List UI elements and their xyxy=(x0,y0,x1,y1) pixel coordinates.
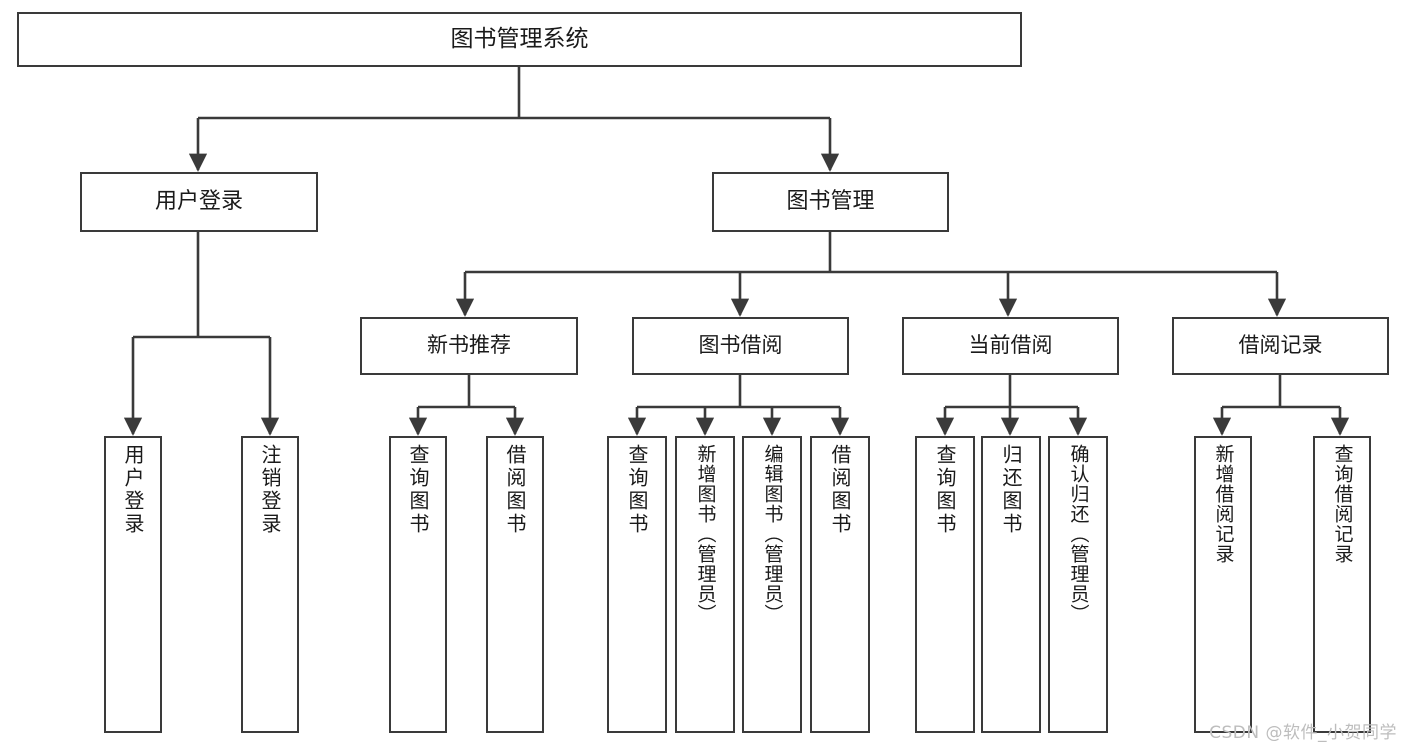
node-leaf-edit-book-admin[interactable]: 编辑图书（管理员） xyxy=(742,436,802,733)
node-leaf-add-book-admin[interactable]: 新增图书（管理员） xyxy=(675,436,735,733)
node-label: 注销登录 xyxy=(258,444,282,536)
node-leaf-query-books-current[interactable]: 查询图书 xyxy=(915,436,975,733)
node-label: 归还图书 xyxy=(999,444,1023,536)
node-label: 查询图书 xyxy=(625,444,649,536)
node-leaf-add-borrow-record[interactable]: 新增借阅记录 xyxy=(1194,436,1252,733)
node-label: 用户登录 xyxy=(154,188,243,214)
node-book-borrow[interactable]: 图书借阅 xyxy=(632,317,849,375)
node-label: 借阅记录 xyxy=(1238,333,1323,358)
node-borrow-records[interactable]: 借阅记录 xyxy=(1172,317,1389,375)
node-label: 编辑图书（管理员） xyxy=(761,444,784,624)
node-label: 当前借阅 xyxy=(968,333,1053,358)
node-user-login[interactable]: 用户登录 xyxy=(80,172,318,232)
node-label: 确认归还（管理员） xyxy=(1067,444,1090,624)
node-label: 图书管理系统 xyxy=(450,25,589,52)
node-leaf-query-books-new[interactable]: 查询图书 xyxy=(389,436,447,733)
node-leaf-query-books[interactable]: 查询图书 xyxy=(607,436,667,733)
node-label: 查询图书 xyxy=(933,444,957,536)
node-label: 借阅图书 xyxy=(503,444,527,536)
node-book-management[interactable]: 图书管理 xyxy=(712,172,949,232)
node-label: 新书推荐 xyxy=(427,333,511,358)
node-leaf-borrow-books[interactable]: 借阅图书 xyxy=(810,436,870,733)
node-leaf-confirm-return-admin[interactable]: 确认归还（管理员） xyxy=(1048,436,1108,733)
node-leaf-borrow-books-new[interactable]: 借阅图书 xyxy=(486,436,544,733)
node-label: 新增借阅记录 xyxy=(1212,444,1235,564)
node-leaf-logout[interactable]: 注销登录 xyxy=(241,436,299,733)
node-root-system[interactable]: 图书管理系统 xyxy=(17,12,1022,67)
node-leaf-query-borrow-record[interactable]: 查询借阅记录 xyxy=(1313,436,1371,733)
node-current-borrow[interactable]: 当前借阅 xyxy=(902,317,1119,375)
node-label: 借阅图书 xyxy=(828,444,852,536)
node-new-book-recommend[interactable]: 新书推荐 xyxy=(360,317,578,375)
node-label: 查询图书 xyxy=(406,444,430,536)
node-label: 用户登录 xyxy=(121,444,145,536)
node-label: 图书管理 xyxy=(786,188,875,214)
node-label: 图书借阅 xyxy=(698,333,783,358)
csdn-watermark: CSDN @软件_小贺同学 xyxy=(1209,723,1397,743)
node-leaf-return-books[interactable]: 归还图书 xyxy=(981,436,1041,733)
node-label: 新增图书（管理员） xyxy=(694,444,717,624)
node-leaf-user-login[interactable]: 用户登录 xyxy=(104,436,162,733)
node-label: 查询借阅记录 xyxy=(1331,444,1354,564)
